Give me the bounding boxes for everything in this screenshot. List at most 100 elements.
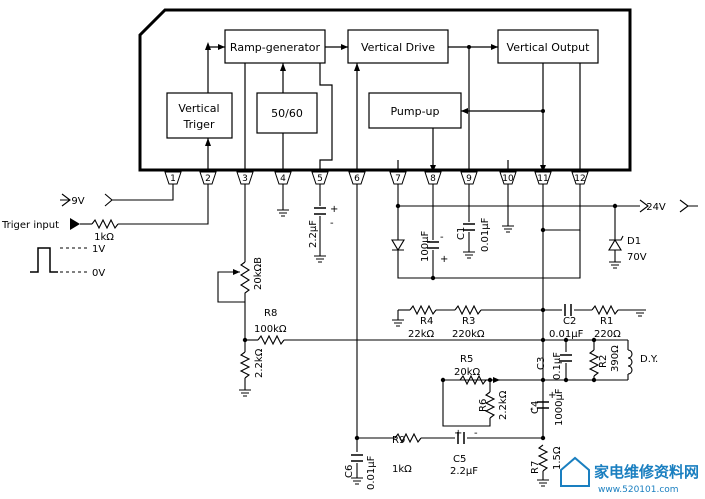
c2-value: 0.01μF (549, 329, 584, 340)
c3-value: 0.1μF (552, 352, 563, 380)
c4-capacitor (537, 401, 549, 409)
ground-symbol (392, 319, 404, 327)
c5-value: 2.2μF (450, 466, 478, 477)
r4-resistor (409, 304, 437, 316)
pin-12-marker (571, 171, 589, 185)
pin-label: 9 (466, 174, 472, 184)
c5-capacitor (457, 432, 465, 444)
pot-value: 20kΩB (253, 257, 264, 290)
svg-text:-: - (530, 404, 534, 415)
c3-capacitor (560, 354, 572, 362)
pin5-cap-value: 2.2μF (308, 220, 319, 248)
ramp-generator-label: Ramp-generator (230, 41, 321, 54)
ground-symbol (314, 255, 326, 263)
trigger-input-label: Triger input (1, 220, 59, 231)
r9-value: 1kΩ (392, 464, 412, 475)
watermark-url: www.520101.com (598, 485, 679, 495)
svg-text:-: - (330, 218, 334, 229)
pin-label: 2 (205, 174, 211, 184)
ground-symbol (609, 261, 621, 269)
pin-label: 11 (537, 174, 548, 184)
pin-label: 3 (242, 174, 248, 184)
vertical-drive-label: Vertical Drive (361, 41, 435, 54)
pin-4-marker (274, 171, 292, 185)
supply-24v-label: 24V (646, 202, 666, 213)
ground-symbol (239, 389, 251, 397)
pin-label: 6 (354, 174, 360, 184)
r6-resistor (484, 391, 496, 419)
r-2k2-value: 2.2kΩ (254, 348, 265, 378)
svg-text:+: + (548, 390, 556, 401)
vertical-triger-block (166, 92, 233, 139)
r5-value: 20kΩ (454, 367, 481, 378)
trigger-resistor-value: 1kΩ (94, 232, 114, 243)
c1-name: C1 (456, 227, 467, 240)
svg-text:+: + (440, 254, 448, 265)
pin-label: 5 (317, 174, 323, 184)
pin-label: 12 (574, 174, 585, 184)
c2-name: C2 (563, 316, 576, 327)
trigger-input-arrow (70, 218, 80, 230)
trigger-pulse-symbol (30, 247, 58, 273)
c6-capacitor (351, 454, 363, 462)
r8-value: 100kΩ (254, 324, 287, 335)
r7-value: 1.5Ω (552, 446, 563, 470)
r6-value: 2.2kΩ (498, 390, 509, 420)
r1-name: R1 (600, 316, 613, 327)
svg-text:-: - (440, 232, 444, 243)
r2-value: 390Ω (610, 345, 621, 372)
r5-resistor (459, 374, 487, 386)
vertical-output-label: Vertical Output (507, 41, 591, 54)
ground-symbol (634, 309, 646, 317)
trigger-resistor (91, 218, 119, 230)
d1-value: 70V (627, 252, 647, 263)
pin-7-marker (389, 171, 407, 185)
c100-capacitor (427, 241, 439, 249)
r1-resistor (591, 304, 619, 316)
svg-text:+: + (330, 204, 338, 215)
dy-coil (627, 349, 633, 375)
dy-label: D.Y. (640, 354, 658, 365)
r-2k2-resistor (239, 351, 251, 379)
c4-name: C4 (530, 401, 541, 414)
fifty-sixty-block (256, 92, 318, 134)
diode (391, 239, 405, 252)
pin-11-marker (534, 171, 552, 185)
pin-label: 8 (430, 174, 436, 184)
fifty-sixty-label: 50/60 (271, 107, 303, 120)
c6-name: C6 (344, 465, 355, 478)
r4-value: 22kΩ (408, 329, 435, 340)
pin-6-marker (348, 171, 366, 185)
r9-resistor (394, 432, 422, 444)
watermark: 家电维修资料网 www.520101.com (560, 456, 699, 495)
pin-label: 1 (170, 174, 176, 184)
r4-name: R4 (420, 316, 433, 327)
r8-resistor (257, 334, 285, 346)
ground-symbol (463, 251, 475, 259)
r2-resistor (588, 349, 600, 377)
potentiometer (239, 261, 251, 302)
c6-value: 0.01μF (366, 455, 377, 490)
pin-9-marker (460, 171, 478, 185)
svg-text:+: + (454, 428, 462, 439)
pin-label: 10 (502, 174, 514, 184)
r9-name: R9 (392, 435, 405, 446)
pulse-high-label: 1V (92, 244, 105, 255)
pin-2-marker (199, 171, 217, 185)
watermark-title: 家电维修资料网 (594, 463, 699, 481)
r3-value: 220kΩ (452, 329, 485, 340)
d1-name: D1 (627, 236, 641, 247)
r6-name: R6 (478, 399, 489, 412)
r2-name: R2 (598, 355, 609, 368)
r7-resistor (537, 444, 549, 472)
ground-symbol (351, 477, 363, 485)
pin-label: 7 (395, 174, 401, 184)
pin-label: 4 (280, 174, 286, 184)
house-icon (560, 456, 590, 487)
pin-8-marker (424, 171, 442, 185)
pulse-low-label: 0V (92, 268, 105, 279)
r8-name: R8 (264, 308, 277, 319)
r7-name: R7 (530, 461, 541, 474)
r1-value: 220Ω (594, 329, 621, 340)
